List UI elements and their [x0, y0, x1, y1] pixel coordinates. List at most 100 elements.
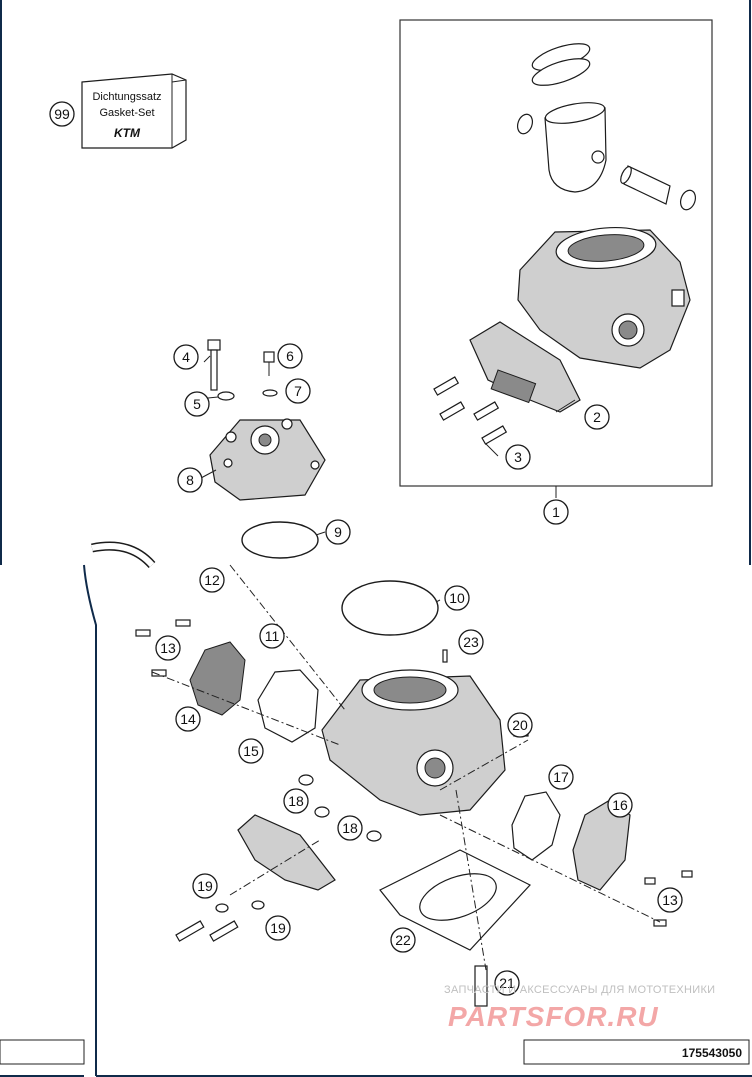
callout-20: 20: [507, 712, 533, 738]
callout-17: 17: [548, 764, 574, 790]
cylinder-lower: [321, 669, 506, 816]
callout-circle: [444, 585, 470, 611]
ktm-logo: KTM: [114, 126, 141, 140]
callout-number: 16: [612, 797, 628, 813]
callout-circle: [265, 915, 291, 941]
callout-number: 19: [270, 920, 286, 936]
exhaust-flange-lower: [237, 814, 336, 891]
kit-label-line1: Dichtungssatz: [92, 91, 161, 103]
callout-12: 12: [199, 567, 225, 593]
base-gasket: [379, 849, 531, 951]
cylinder-kit-box: [399, 19, 713, 498]
leader-lines: [200, 355, 576, 603]
callout-circle: [505, 444, 531, 470]
kit-label-line2: Gasket-Set: [99, 107, 154, 119]
callout-19: 19: [265, 915, 291, 941]
piston: [544, 102, 607, 193]
callout-circle: [192, 873, 218, 899]
callout-circle: [184, 391, 210, 417]
callout-number: 14: [180, 711, 196, 727]
callout-7: 7: [285, 378, 311, 404]
assembly-lines: [151, 564, 661, 971]
small-o-rings: [298, 774, 382, 842]
callout-labels: 9912345678910111213131415161718181919202…: [49, 101, 683, 996]
callout-circle: [548, 764, 574, 790]
callout-11: 11: [259, 623, 285, 649]
watermark-line2: PARTSFOR.RU: [448, 1001, 659, 1032]
callout-15: 15: [238, 738, 264, 764]
cylinder-head: [209, 418, 326, 501]
piston-pin-and-clips: [516, 113, 697, 211]
callout-number: 22: [395, 932, 411, 948]
watermark: ЗАПЧАСТИ И АКСЕССУАРЫ ДЛЯ МОТОТЕХНИКИ PA…: [444, 984, 715, 1032]
callout-18: 18: [337, 815, 363, 841]
callout-circle: [458, 629, 484, 655]
callout-2: 2: [584, 404, 610, 430]
callout-number: 20: [512, 717, 528, 733]
callout-99-text: 99: [54, 106, 70, 122]
screws-upper: [433, 376, 508, 445]
callout-circle: [543, 499, 569, 525]
callout-number: 13: [662, 892, 678, 908]
callout-circle: [277, 343, 303, 369]
callout-3: 3: [505, 444, 531, 470]
footer-boxes: 175543050: [0, 1039, 750, 1065]
callout-23: 23: [458, 629, 484, 655]
callout-21: 21: [494, 970, 520, 996]
callout-circle: [283, 788, 309, 814]
callout-22: 22: [390, 927, 416, 953]
callout-19: 19: [192, 873, 218, 899]
callout-number: 11: [265, 628, 280, 644]
callout-number: 4: [182, 349, 190, 365]
callout-number: 8: [186, 472, 194, 488]
callout-number: 6: [286, 348, 294, 364]
callout-number: 5: [193, 396, 201, 412]
coolant-hose: [91, 541, 156, 569]
water-pump-cover: [189, 641, 246, 716]
pump-gasket: [257, 669, 319, 743]
callout-number: 12: [204, 572, 220, 588]
callout-number: 3: [514, 449, 522, 465]
callout-circle: [155, 635, 181, 661]
callout-number: 15: [243, 743, 259, 759]
callout-99: 99: [49, 101, 75, 127]
callout-number: 13: [160, 640, 176, 656]
callout-circle: [238, 738, 264, 764]
callout-14: 14: [175, 706, 201, 732]
callout-1: 1: [543, 499, 569, 525]
callout-circle: [584, 404, 610, 430]
head-bolts: [207, 339, 278, 401]
cylinder-upper: [517, 227, 691, 369]
callout-6: 6: [277, 343, 303, 369]
callout-circle: [285, 378, 311, 404]
callout-number: 9: [334, 524, 342, 540]
callout-13: 13: [155, 635, 181, 661]
callout-number: 7: [294, 383, 302, 399]
callout-number: 1: [552, 504, 560, 520]
side-cover: [511, 791, 631, 891]
callout-number: 17: [553, 769, 569, 785]
callout-10: 10: [444, 585, 470, 611]
callout-16: 16: [607, 792, 633, 818]
callout-4: 4: [173, 344, 199, 370]
callout-circle: [390, 927, 416, 953]
callout-8: 8: [177, 467, 203, 493]
piston-rings: [531, 43, 591, 86]
gasket-set-box: Dichtungssatz Gasket-Set KTM: [81, 73, 187, 149]
dowel-pin: [474, 965, 488, 1007]
callout-circle: [494, 970, 520, 996]
callout-circle: [173, 344, 199, 370]
callout-18: 18: [283, 788, 309, 814]
callout-circle: [325, 519, 351, 545]
exhaust-flange-upper: [469, 321, 581, 413]
o-rings: [241, 521, 439, 636]
callout-circle: [199, 567, 225, 593]
watermark-line1: ЗАПЧАСТИ И АКСЕССУАРЫ ДЛЯ МОТОТЕХНИКИ: [444, 984, 715, 996]
callout-number: 19: [197, 878, 213, 894]
callout-circle: [607, 792, 633, 818]
callout-circle: [259, 623, 285, 649]
callout-9: 9: [325, 519, 351, 545]
callout-number: 2: [593, 409, 601, 425]
